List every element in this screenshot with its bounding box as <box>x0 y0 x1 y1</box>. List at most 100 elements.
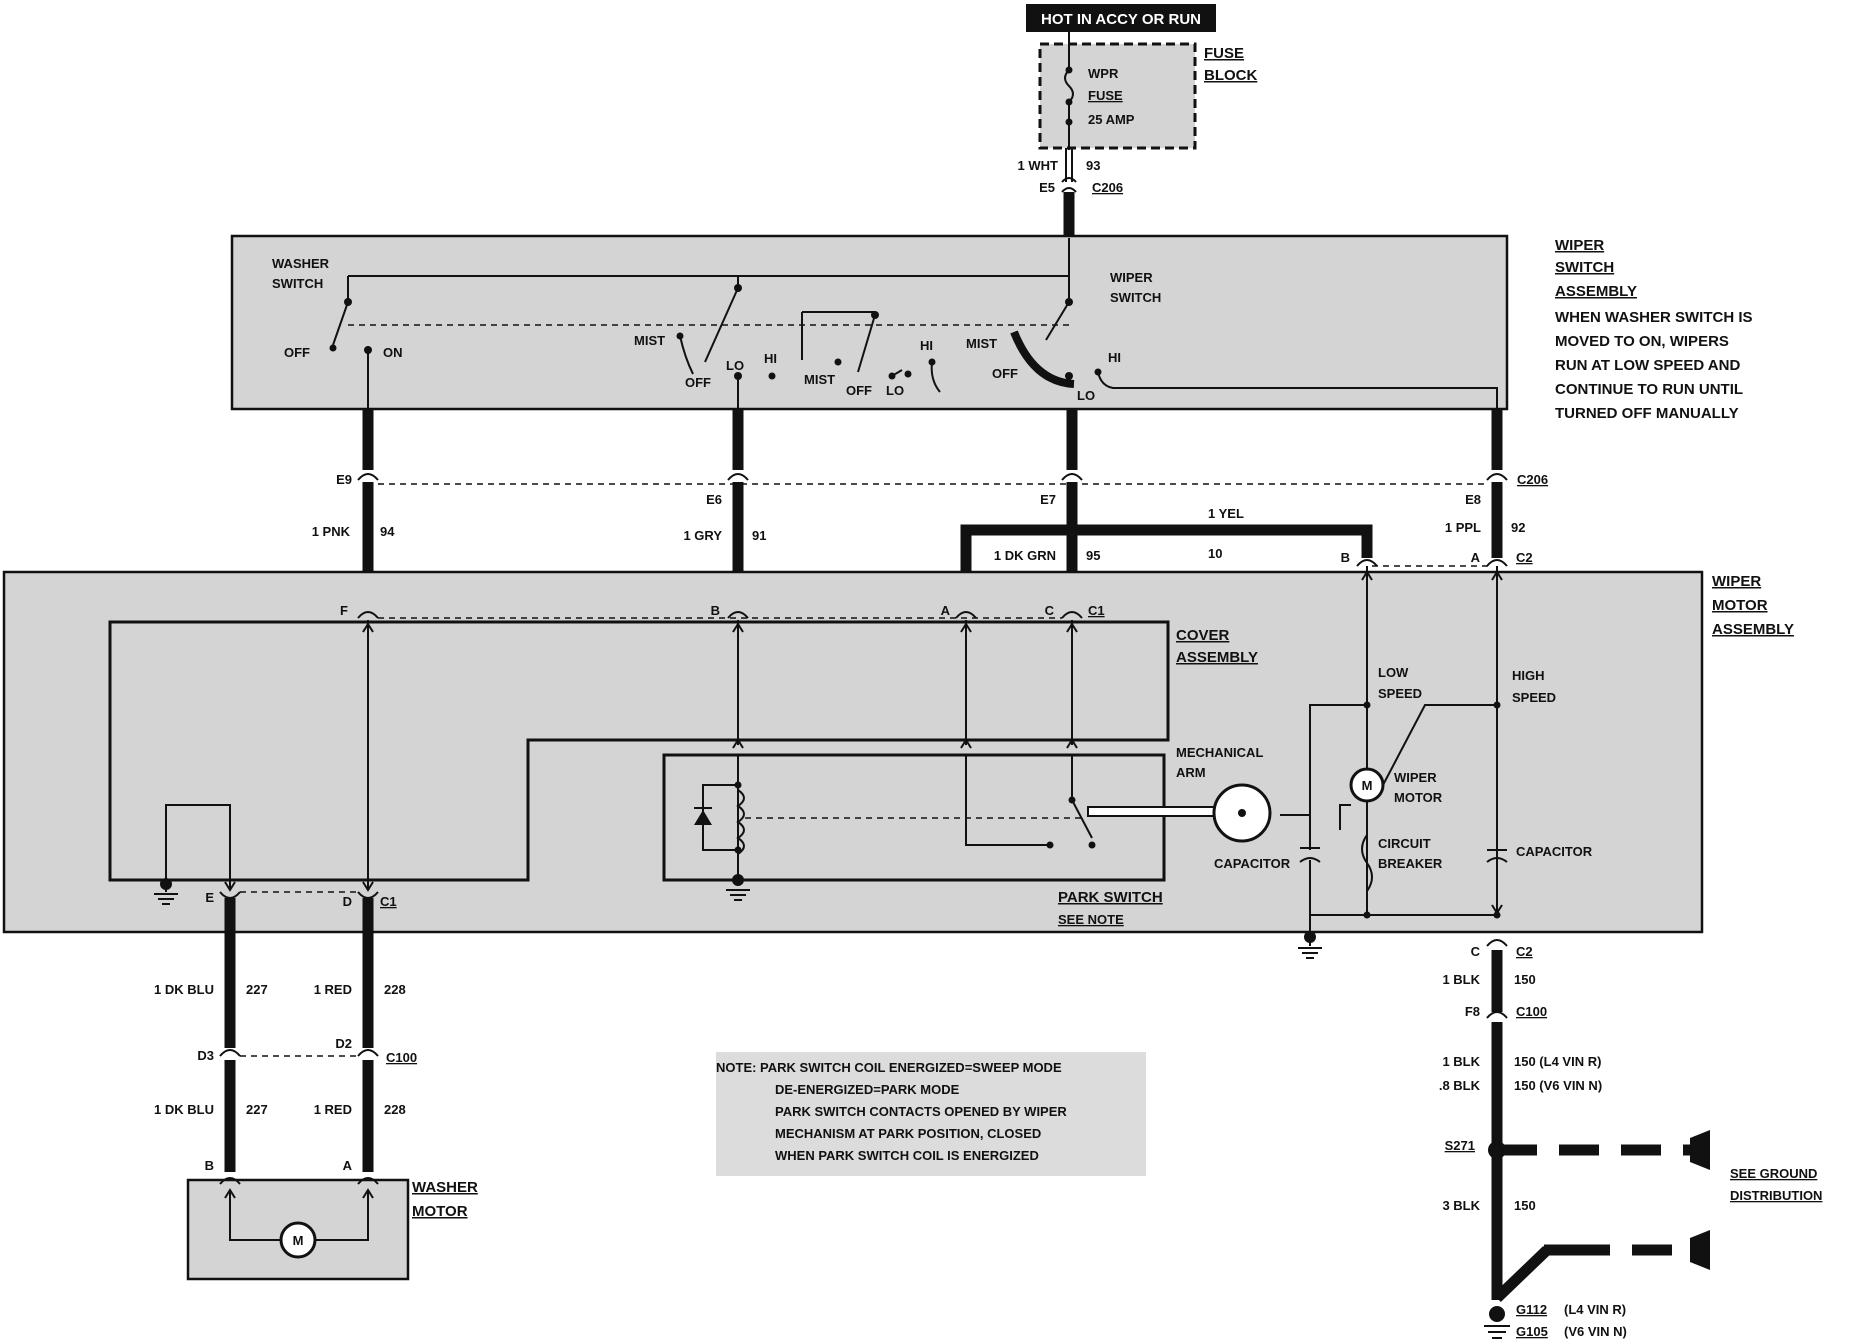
wiper-motor-label-1: WIPER <box>1394 770 1437 785</box>
c1-pin-e: E <box>205 890 214 905</box>
fuse-block-box <box>1038 42 1197 150</box>
c2-bottom-connector: C2 <box>1516 944 1533 959</box>
cover-assembly-label-1: COVER <box>1176 627 1230 644</box>
fuse-icon <box>1064 69 1074 103</box>
wiper-switch-title-1: WIPER <box>1555 237 1604 254</box>
wire-dkgrn: 1 DK GRN <box>994 548 1056 563</box>
see-note-label: SEE NOTE <box>1058 912 1124 927</box>
c1-bottom-connector: C1 <box>380 894 397 909</box>
ground-g112: G112 <box>1516 1302 1547 1317</box>
wire-red-2: 1 RED <box>314 1102 352 1117</box>
sw1-off: OFF <box>685 375 711 390</box>
c1-pin-f: F <box>340 603 348 618</box>
pin-d3: D3 <box>197 1048 214 1063</box>
sw1-hi: HI <box>764 351 777 366</box>
c100-connector-washer: C100 <box>386 1050 417 1065</box>
wire-dkblu-2-circuit: 227 <box>246 1102 268 1117</box>
washer-motor-symbol <box>279 1221 317 1259</box>
ground-wire-1-circuit: 150 <box>1514 972 1536 987</box>
feed-wire-pin: E5 <box>1039 180 1055 195</box>
wiper-switch-note-5: TURNED OFF MANUALLY <box>1555 405 1739 422</box>
fuse-block-title-2: BLOCK <box>1204 67 1257 84</box>
wiper-switch-arc <box>1010 330 1075 388</box>
low-speed-label-2: SPEED <box>1378 686 1422 701</box>
park-switch-diode <box>694 810 712 825</box>
circuit-breaker <box>1361 834 1373 892</box>
cover-assembly-label-2: ASSEMBLY <box>1176 649 1258 666</box>
washer-motor-pin-b: B <box>205 1158 214 1173</box>
washer-pos-off: OFF <box>284 345 310 360</box>
high-speed-label-1: HIGH <box>1512 668 1545 683</box>
ground-wire-2b-circuit: 150 (V6 VIN N) <box>1514 1078 1602 1093</box>
fuse-block-title-1: FUSE <box>1204 45 1244 62</box>
mechanical-arm <box>1087 806 1229 817</box>
sw2-mist: MIST <box>804 372 835 387</box>
ground-wire-1: 1 BLK <box>1442 972 1480 987</box>
ground-wire-2b: .8 BLK <box>1439 1078 1481 1093</box>
wire-gry: 1 GRY <box>683 528 722 543</box>
feed-wire-circuit: 93 <box>1086 158 1100 173</box>
wire-pnk: 1 PNK <box>312 524 351 539</box>
wiper-switch-note-4: CONTINUE TO RUN UNTIL <box>1555 381 1743 398</box>
wiper-motor-m: M <box>1362 778 1373 793</box>
note-box <box>716 1052 1146 1176</box>
mechanical-arm-label-2: ARM <box>1176 765 1206 780</box>
c1-pin-b: B <box>711 603 720 618</box>
wire-gry-circuit: 91 <box>752 528 766 543</box>
wire-dkblu-2: 1 DK BLU <box>154 1102 214 1117</box>
wiper-pos-mist: MIST <box>966 336 997 351</box>
pin-e7: E7 <box>1040 492 1056 507</box>
fuse-rating: 25 AMP <box>1088 112 1135 127</box>
mechanical-arm-label-1: MECHANICAL <box>1176 745 1263 760</box>
wiper-switch-note-2: MOVED TO ON, WIPERS <box>1555 333 1729 350</box>
wiper-switch-note-3: RUN AT LOW SPEED AND <box>1555 357 1740 374</box>
capacitor-label-1: CAPACITOR <box>1214 856 1291 871</box>
note-line-2: DE-ENERGIZED=PARK MODE <box>775 1082 960 1097</box>
ground-wire-2a-circuit: 150 (L4 VIN R) <box>1514 1054 1601 1069</box>
sw2-lo: LO <box>886 383 904 398</box>
c2-pin-a: A <box>1471 550 1481 565</box>
wire-dkblu-1: 1 DK BLU <box>154 982 214 997</box>
ground-g112-note: (L4 VIN R) <box>1564 1302 1626 1317</box>
wiper-pos-off: OFF <box>992 366 1018 381</box>
sw1-lo: LO <box>726 358 744 373</box>
wiper-switch-label-1: WIPER <box>1110 270 1153 285</box>
note-line-5: WHEN PARK SWITCH COIL IS ENERGIZED <box>775 1148 1039 1163</box>
wiper-switch-title-3: ASSEMBLY <box>1555 283 1637 300</box>
c100-connector-ground: C100 <box>1516 1004 1547 1019</box>
washer-pos-on: ON <box>383 345 403 360</box>
c2-pin-b: B <box>1341 550 1350 565</box>
pin-d2: D2 <box>335 1036 352 1051</box>
wiper-pos-hi: HI <box>1108 350 1121 365</box>
c1-pin-d: D <box>343 894 352 909</box>
park-switch-coil <box>736 789 745 855</box>
wiper-switch-title-2: SWITCH <box>1555 259 1614 276</box>
circuit-breaker-label-1: CIRCUIT <box>1378 836 1431 851</box>
c2-top-connector: C2 <box>1516 550 1533 565</box>
see-ground-2: DISTRIBUTION <box>1730 1188 1822 1203</box>
ground-g105-note: (V6 VIN N) <box>1564 1324 1627 1339</box>
washer-switch-label-2: SWITCH <box>272 276 323 291</box>
sw2-off: OFF <box>846 383 872 398</box>
wire-yel-circuit: 10 <box>1208 546 1222 561</box>
wiper-pos-lo: LO <box>1077 388 1095 403</box>
wiper-switch-note-1: WHEN WASHER SWITCH IS <box>1555 309 1753 326</box>
ground-g105: G105 <box>1516 1324 1548 1339</box>
wire-dkgrn-circuit: 95 <box>1086 548 1100 563</box>
wiper-switch-label-2: SWITCH <box>1110 290 1161 305</box>
sw2-hi: HI <box>920 338 933 353</box>
c206-connector: C206 <box>1517 472 1548 487</box>
note-line-4: MECHANISM AT PARK POSITION, CLOSED <box>775 1126 1041 1141</box>
washer-motor-m: M <box>293 1233 304 1248</box>
fuse-name-1: WPR <box>1088 66 1119 81</box>
park-switch-label: PARK SWITCH <box>1058 889 1163 906</box>
wire-red-1: 1 RED <box>314 982 352 997</box>
wire-pnk-circuit: 94 <box>380 524 395 539</box>
washer-switch-label-1: WASHER <box>272 256 330 271</box>
wiper-motor-title-3: ASSEMBLY <box>1712 621 1794 638</box>
wire-ppl: 1 PPL <box>1445 520 1481 535</box>
power-source-label: HOT IN ACCY OR RUN <box>1041 11 1201 28</box>
high-speed-label-2: SPEED <box>1512 690 1556 705</box>
wire-red-1-circuit: 228 <box>384 982 406 997</box>
